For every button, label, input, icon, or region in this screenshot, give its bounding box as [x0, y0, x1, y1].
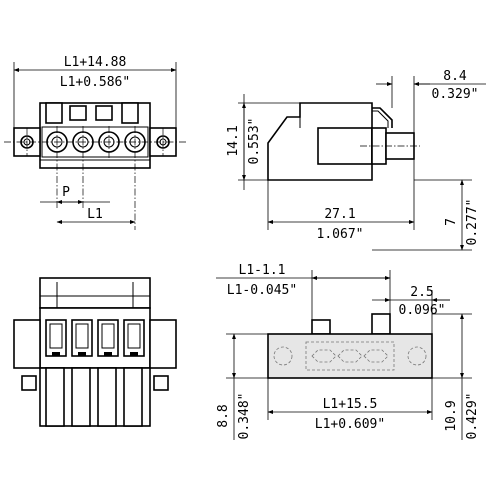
contact-3-slot: [101, 323, 115, 349]
footprint-tab-left: [311, 319, 331, 335]
plug-face-view: [13, 277, 177, 427]
front-latch-left: [45, 102, 63, 124]
contact-4-slot: [127, 323, 141, 349]
footprint-hole-right: [407, 346, 427, 366]
dim-side-height-mm: 14.1: [226, 125, 241, 156]
front-latch-3: [95, 105, 113, 121]
footprint-tab-right: [371, 313, 391, 335]
dim-side-low-mm: 7: [444, 218, 459, 226]
front-latch-right: [121, 102, 139, 124]
contact-1: [45, 319, 67, 357]
dim-bottom-height-in: 0.348": [237, 393, 252, 440]
dim-side-height-in: 0.553": [247, 118, 262, 165]
contact-3: [97, 319, 119, 357]
dim-side-length-in: 1.067": [317, 227, 364, 242]
contact-3-tab: [104, 352, 112, 356]
dim-bottom-right-in: 0.429": [465, 393, 480, 440]
leg-4: [123, 367, 143, 427]
contact-2-slot: [75, 323, 89, 349]
plug-clip-right: [153, 375, 169, 391]
contact-2: [71, 319, 93, 357]
side-latch: [372, 107, 393, 128]
dim-length-label: L1: [87, 207, 103, 222]
side-view: 14.1 0.553" 8.4 0.329" 27.1 1.067" 7 0.2…: [226, 69, 486, 251]
side-housing: [267, 102, 373, 181]
plug-flange-right: [149, 319, 177, 369]
plug-clip-left: [21, 375, 37, 391]
front-view: L1+14.88 L1+0.586" P L1: [4, 55, 186, 230]
dim-front-width-in: L1+0.586": [60, 75, 130, 90]
plug-legs: [45, 367, 143, 427]
footprint-hidden-rect: [305, 341, 395, 371]
leg-1: [45, 367, 65, 427]
contact-2-tab: [78, 352, 86, 356]
dim-bottom-offset-in: 0.096": [399, 303, 446, 318]
plug-flange-left: [13, 319, 41, 369]
leg-2: [71, 367, 91, 427]
dim-pitch-label: P: [62, 185, 70, 200]
dim-side-depth-mm: 8.4: [443, 69, 467, 84]
dim-bottom-right-mm: 10.9: [444, 400, 459, 431]
footprint-view: L1-1.1 L1-0.045" 2.5 0.096" 8.8 0.348" L…: [216, 263, 480, 440]
dim-bottom-width-in: L1+0.609": [315, 417, 385, 432]
side-latch-inner: [372, 110, 389, 128]
contact-1-tab: [52, 352, 60, 356]
dim-bottom-width-mm: L1+15.5: [323, 397, 378, 412]
leg-3: [97, 367, 117, 427]
dim-bottom-inner-in: L1-0.045": [227, 283, 297, 298]
dim-front-width-mm: L1+14.88: [64, 55, 127, 70]
dim-bottom-height-mm: 8.8: [216, 404, 231, 427]
contact-4: [123, 319, 145, 357]
dim-side-depth-in: 0.329": [432, 87, 479, 102]
footprint-hole-left: [273, 346, 293, 366]
footprint-body: [267, 333, 433, 379]
contact-1-slot: [49, 323, 63, 349]
dim-bottom-offset-mm: 2.5: [410, 285, 433, 300]
dim-side-length-mm: 27.1: [324, 207, 355, 222]
contact-4-tab: [130, 352, 138, 356]
front-latch-2: [69, 105, 87, 121]
dim-bottom-inner-mm: L1-1.1: [239, 263, 286, 278]
contact-windows: [45, 319, 145, 357]
dim-side-low-in: 0.277": [465, 199, 480, 246]
